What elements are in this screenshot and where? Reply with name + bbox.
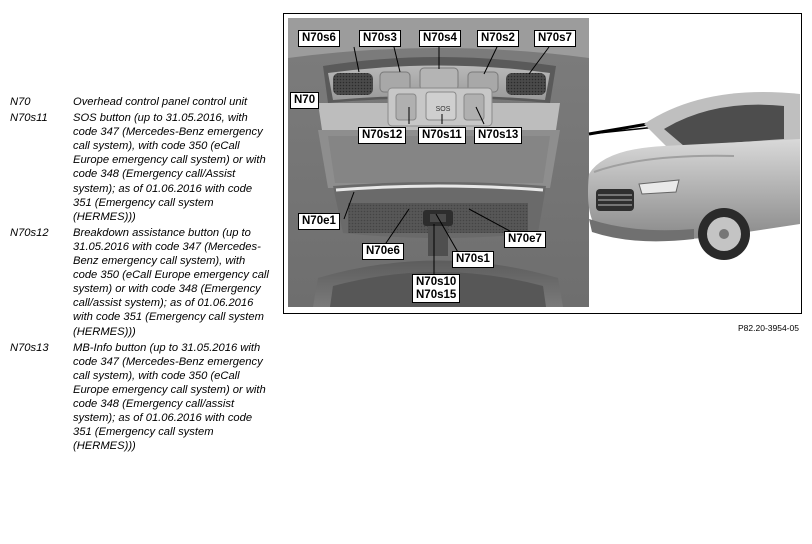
callout-n70e6: N70e6 [362,243,404,260]
callout-n70s3: N70s3 [359,30,401,47]
overhead-panel-photo: SOS [288,18,589,307]
figure-id: P82.20-3954-05 [738,323,799,333]
car-illustration [588,92,800,260]
legend-entry: N70s11 SOS button (up to 31.05.2016, wit… [10,111,272,224]
overhead-panel-illustration: SOS [288,18,589,307]
callout-n70e7: N70e7 [504,231,546,248]
legend-list: N70 Overhead control panel control unit … [10,95,272,455]
callout-n70e1: N70e1 [298,213,340,230]
callout-n70s15: N70s15 [416,288,457,301]
legend-code: N70s12 [10,226,49,239]
callout-n70s13: N70s13 [474,127,523,144]
callout-n70s4: N70s4 [419,30,461,47]
figure-frame: SOS [283,13,802,314]
legend-code: N70s13 [10,341,49,354]
legend-code: N70 [10,96,31,108]
legend-description: Overhead control panel control unit [73,96,248,108]
legend-description: Breakdown assistance button (up to 31.05… [73,226,269,338]
legend-description: MB-Info button (up to 31.05.2016 with co… [73,341,266,453]
callout-n70s6: N70s6 [298,30,340,47]
callout-n70: N70 [290,92,320,109]
legend-entry: N70s12 Breakdown assistance button (up t… [10,226,272,339]
legend-entry: N70 Overhead control panel control unit [10,95,272,109]
legend-code: N70s11 [10,112,48,125]
callout-n70s11: N70s11 [418,127,466,144]
callout-n70s12: N70s12 [358,127,407,144]
sos-button-label: SOS [436,106,451,113]
callout-n70s1: N70s1 [452,251,494,268]
callout-n70s10-n70s15: N70s10 N70s15 [412,274,461,303]
legend-entry: N70s13 MB-Info button (up to 31.05.2016 … [10,341,272,454]
legend-description: SOS button (up to 31.05.2016, with code … [73,112,266,223]
callout-n70s2: N70s2 [477,30,519,47]
callout-n70s10: N70s10 [416,276,457,288]
callout-n70s7: N70s7 [534,30,576,47]
